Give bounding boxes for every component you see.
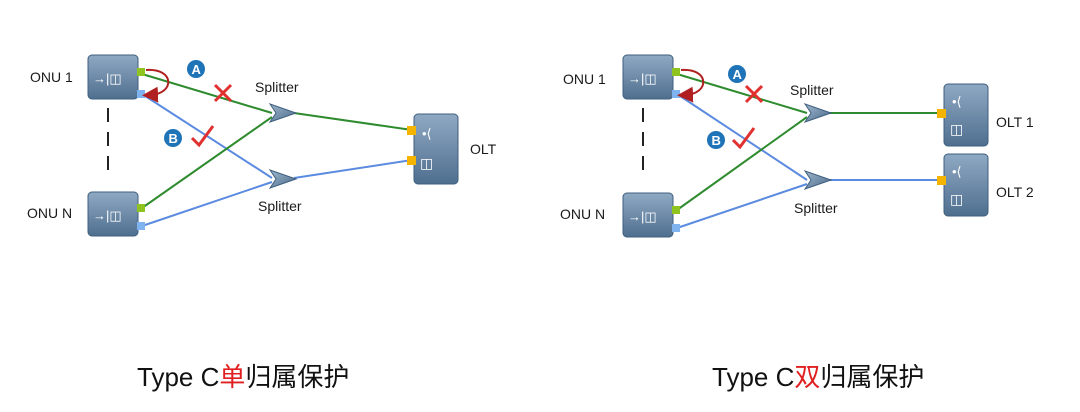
left-link-onun-splitter-top: [141, 116, 273, 209]
right-link-onun-splitter-bottom: [676, 183, 808, 229]
svg-text:•⟨: •⟨: [422, 126, 432, 141]
right-fail-cross-icon: [744, 84, 764, 104]
right-caption-highlight: 双: [794, 362, 820, 392]
right-olt2-device: •⟨ ◫: [937, 153, 989, 217]
right-splitter-bottom-label: Splitter: [794, 200, 838, 216]
left-switch-arrow: [142, 68, 170, 103]
svg-text:◫: ◫: [950, 191, 963, 207]
left-onu1-device: →|◫: [87, 54, 145, 100]
right-caption-prefix: Type C: [712, 362, 794, 392]
left-check-icon: [190, 125, 215, 148]
left-caption-highlight: 单: [219, 362, 245, 392]
right-caption-suffix: 归属保护: [820, 362, 924, 392]
svg-text:B: B: [712, 133, 721, 148]
right-olt1-label: OLT 1: [996, 114, 1034, 130]
left-caption: Type C单归属保护: [137, 362, 349, 392]
left-badge-a: A: [187, 60, 205, 78]
left-splitter-bottom: [268, 169, 298, 189]
right-splitter-top-label: Splitter: [790, 82, 834, 98]
right-splitter-top: [803, 103, 833, 123]
svg-text:◫: ◫: [950, 121, 963, 137]
svg-text:→|◫: →|◫: [93, 71, 122, 86]
left-caption-suffix: 归属保护: [245, 362, 349, 392]
right-caption: Type C双归属保护: [712, 362, 924, 392]
left-onun-device: →|◫: [87, 191, 145, 237]
svg-text:•⟨: •⟨: [952, 164, 962, 179]
left-olt-label: OLT: [470, 141, 497, 157]
right-link-onu1-splitter-top: [676, 73, 808, 114]
right-splitter-bottom: [803, 170, 833, 190]
left-splitter-top: [268, 103, 298, 123]
left-link-onu1-splitter-top: [141, 73, 273, 114]
left-link-onun-splitter-bottom: [141, 181, 273, 227]
left-splitter-bottom-label: Splitter: [258, 198, 302, 214]
right-olt1-device: •⟨ ◫: [937, 83, 989, 147]
right-link-onu1-splitter-bottom: [676, 93, 808, 181]
right-check-icon: [731, 127, 756, 150]
right-badge-a: A: [728, 65, 746, 83]
left-link-splitter-top-olt: [293, 112, 413, 131]
right-onu1-device: →|◫: [622, 54, 680, 100]
right-onu1-label: ONU 1: [563, 71, 606, 87]
svg-text:•⟨: •⟨: [952, 94, 962, 109]
right-switch-arrow: [677, 68, 705, 103]
left-olt-device: •⟨ ◫: [407, 113, 459, 185]
left-splitter-top-label: Splitter: [255, 79, 299, 95]
right-onun-device: →|◫: [622, 192, 680, 238]
right-badge-b: B: [707, 131, 725, 149]
svg-text:→|◫: →|◫: [628, 209, 657, 224]
left-diagram: →|◫ ONU 1 →|◫ ONU N A B: [27, 54, 497, 392]
left-onu1-label: ONU 1: [30, 69, 73, 85]
right-diagram: →|◫ ONU 1 →|◫ ONU N A B: [560, 54, 1034, 392]
left-badge-b: B: [164, 129, 182, 147]
left-onun-label: ONU N: [27, 205, 72, 221]
svg-text:A: A: [192, 62, 202, 77]
right-link-onun-splitter-top: [676, 116, 808, 211]
svg-text:→|◫: →|◫: [628, 71, 657, 86]
left-fail-cross-icon: [213, 83, 233, 103]
svg-text:◫: ◫: [420, 155, 433, 171]
left-caption-prefix: Type C: [137, 362, 219, 392]
left-link-splitter-bottom-olt: [293, 159, 413, 179]
right-onun-label: ONU N: [560, 206, 605, 222]
right-olt2-label: OLT 2: [996, 184, 1034, 200]
svg-text:B: B: [169, 131, 178, 146]
svg-text:→|◫: →|◫: [93, 208, 122, 223]
svg-text:A: A: [733, 67, 743, 82]
